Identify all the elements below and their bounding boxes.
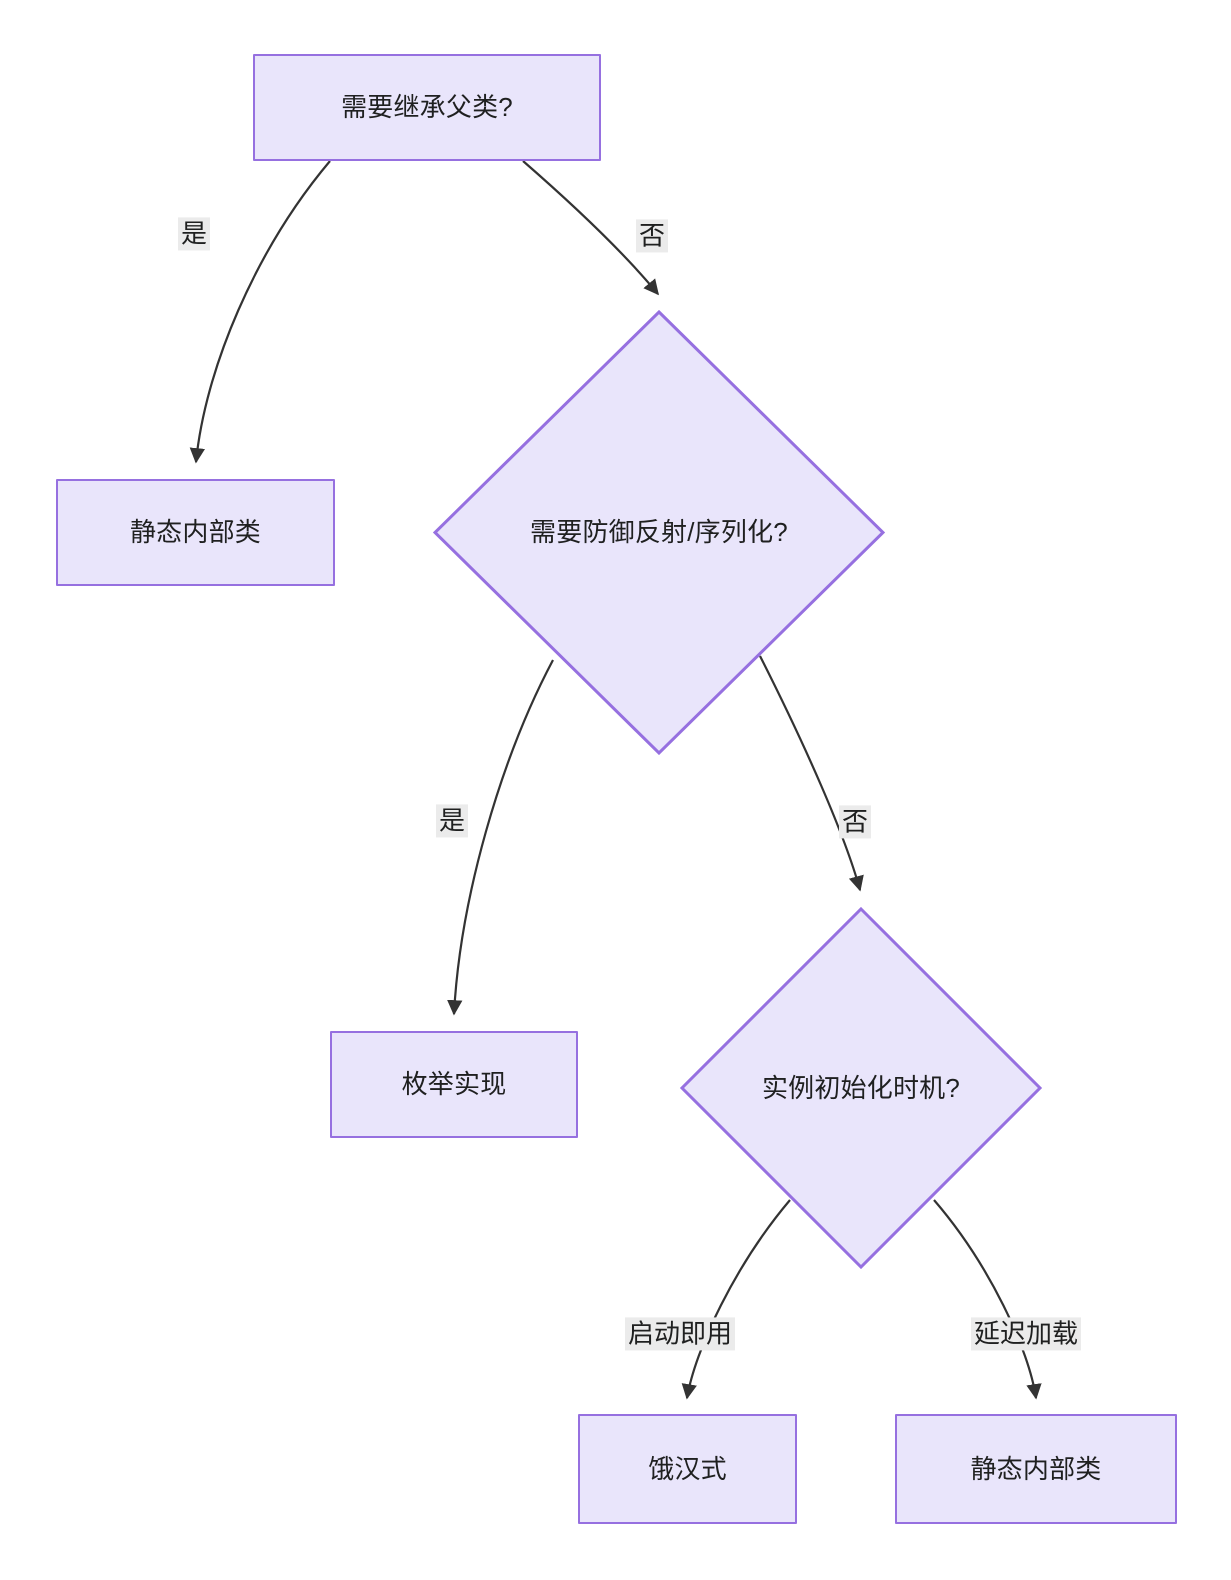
- diamond-shape: [680, 907, 1042, 1269]
- edge-label-yes-inherit: 是: [177, 217, 211, 251]
- edge-label-yes-defend: 是: [435, 804, 469, 838]
- node-static-inner-class-left[interactable]: 静态内部类: [56, 479, 335, 586]
- node-label: 静态内部类: [970, 1453, 1102, 1484]
- edge-label-no-inherit: 否: [635, 219, 669, 253]
- node-label: 饿汉式: [648, 1453, 727, 1484]
- node-enum-implementation[interactable]: 枚举实现: [330, 1031, 578, 1138]
- node-static-inner-class-right[interactable]: 静态内部类: [895, 1414, 1177, 1524]
- node-label: 静态内部类: [129, 517, 261, 548]
- diamond-shape: [433, 310, 885, 755]
- node-instance-init-timing[interactable]: 实例初始化时机?: [680, 907, 1042, 1269]
- node-eager-singleton[interactable]: 饿汉式: [578, 1414, 797, 1524]
- node-label: 实例初始化时机?: [761, 1072, 961, 1103]
- edge-label-lazy-load: 延迟加载: [970, 1317, 1082, 1351]
- node-label: 需要继承父类?: [341, 92, 513, 123]
- edge-label-no-defend: 否: [838, 805, 872, 839]
- edge-n1-n2: [189, 160, 331, 464]
- node-need-defend-reflection-serialization[interactable]: 需要防御反射/序列化?: [433, 310, 885, 755]
- node-need-inherit-parent[interactable]: 需要继承父类?: [253, 54, 601, 161]
- node-label: 需要防御反射/序列化?: [530, 517, 788, 548]
- node-label: 枚举实现: [401, 1069, 507, 1100]
- edge-label-eager-startup: 启动即用: [624, 1317, 736, 1351]
